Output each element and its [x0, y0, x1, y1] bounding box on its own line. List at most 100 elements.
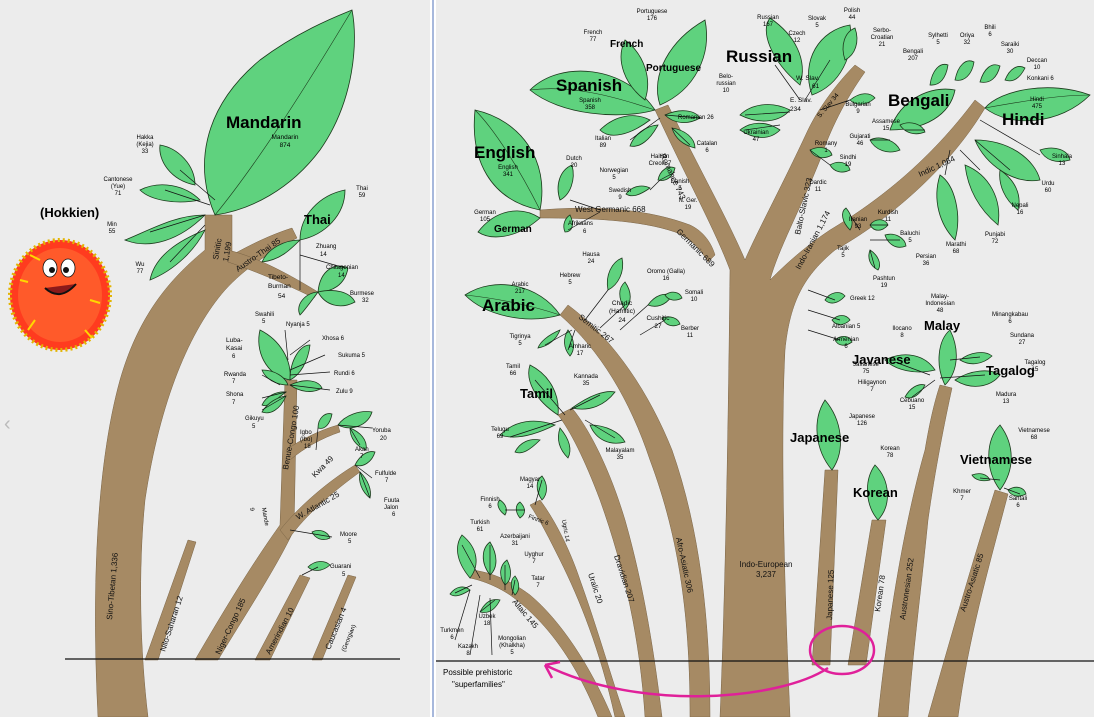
rwanda-label: Rwanda — [224, 372, 247, 378]
hausa-label: Hausa — [582, 252, 600, 258]
dardic-label: Dardic — [809, 180, 826, 186]
igbo-count: 18 — [304, 444, 311, 450]
catalan-count: 6 — [705, 148, 709, 154]
rundi-label: Rundi 6 — [334, 371, 355, 377]
burmese-count: 32 — [362, 298, 369, 304]
german-leaf — [477, 210, 541, 238]
burmese-label: Burmese — [350, 291, 375, 297]
urdu-label: Urdu — [1041, 181, 1054, 187]
tibeto-leaf — [298, 291, 319, 316]
previous-arrow-icon[interactable]: ‹ — [4, 413, 11, 435]
swahili-count: 5 — [262, 319, 266, 325]
baluchi-count: 5 — [908, 238, 912, 244]
bengali-label: Bengali — [888, 91, 949, 110]
dutch-leaf — [557, 164, 574, 201]
uyghur-label: Uyghur — [524, 552, 543, 558]
polish-count: 44 — [849, 15, 856, 21]
khmer-count: 7 — [960, 496, 964, 502]
west-germanic-branch — [539, 207, 716, 263]
min-leaf — [123, 214, 206, 245]
armenian-count: 6 — [844, 344, 848, 350]
afro-asiatic-trunk — [559, 304, 711, 717]
turkmen-label: Turkmen — [440, 628, 463, 634]
malayalam-leaf — [589, 424, 626, 444]
finnish-label: Finnish — [480, 497, 499, 503]
german-label: German — [494, 224, 532, 235]
luba-label-2: Kasai — [226, 345, 242, 352]
malayalam-count: 35 — [617, 455, 624, 461]
javanese-small-label: Javanese — [853, 362, 879, 368]
mande-count: 9 — [248, 507, 255, 512]
korean-leaf — [867, 464, 888, 521]
mandarin-count: 874 — [280, 142, 291, 149]
wu-count: 77 — [137, 269, 144, 275]
uyghur-leaf — [500, 559, 511, 586]
telugu-small-leaves — [514, 427, 571, 459]
igbo-label: Igbo — [300, 430, 312, 436]
berber-label: Berber — [681, 326, 699, 332]
hindi-leaf — [984, 87, 1091, 122]
greek-leaf — [824, 292, 846, 304]
igbo-leaf — [317, 413, 333, 429]
bengali-top-label: Bengali — [903, 49, 923, 55]
oromo-count: 16 — [663, 276, 670, 282]
amharic-label: Amharic — [569, 344, 591, 350]
cebuano-label: Cebuano — [900, 398, 925, 404]
tigrinya-count: 5 — [518, 341, 522, 347]
sindhi-label: Sindhi — [840, 155, 857, 161]
malayalam-label: Malayalam — [605, 448, 634, 454]
uralic-trunk — [529, 499, 626, 717]
west-germanic-label: West Germanic 668 — [575, 205, 646, 214]
austronesian-trunk — [877, 384, 953, 717]
uyghur-count: 7 — [532, 559, 536, 565]
persian-leaf — [884, 233, 907, 248]
japanese-label: Japanese — [790, 430, 849, 445]
hakka-alt: (Kejia) — [136, 142, 153, 148]
italian-label: Italian — [595, 136, 611, 142]
luba-count: 6 — [232, 354, 236, 360]
luba-label: Luba- — [226, 337, 243, 344]
eslav-count: 234 — [790, 106, 801, 113]
kannada-label: Kannada — [574, 374, 599, 380]
albanian-label: Albanian 5 — [832, 324, 861, 330]
uzbek-count: 18 — [484, 621, 491, 627]
tamil-label: Tamil — [520, 386, 553, 401]
oromo-label: Oromo (Galla) — [647, 269, 685, 275]
mandarin-sub: Mandarin — [271, 134, 298, 141]
swahili-label: Swahili — [255, 312, 274, 318]
nepali-leaf — [999, 169, 1020, 211]
magyar-label: Magyar — [520, 477, 540, 483]
arabic-leaf — [464, 284, 561, 320]
swedish-count: 9 — [618, 195, 622, 201]
albanian-leaf — [831, 315, 851, 325]
gikuyu-leaf — [261, 395, 287, 414]
french-top-count: 77 — [590, 37, 597, 43]
swedish-leaf — [625, 185, 651, 197]
english-count: 341 — [503, 172, 514, 178]
chadic-count: 24 — [618, 317, 626, 324]
dardic-count: 11 — [815, 187, 822, 193]
ukrainian-label: Ukrainian — [743, 130, 768, 136]
akan-count: 7 — [360, 454, 364, 460]
slovak-label: Slovak — [808, 16, 827, 22]
amharic-count: 17 — [577, 351, 584, 357]
guarani-count: 5 — [342, 572, 346, 578]
greek-label: Greek 12 — [850, 296, 875, 302]
right-tree — [436, 17, 1094, 717]
urdu-leaf — [974, 139, 1041, 182]
hausa-leaf — [606, 257, 624, 291]
pashtun-count: 19 — [881, 283, 888, 289]
tigrinya-label: Tigrinya — [509, 334, 531, 340]
fulfulde-count: 7 — [385, 478, 389, 484]
persian-count: 36 — [923, 261, 930, 267]
khmer-label: Khmer — [953, 489, 971, 495]
serbo-label: Serbo- — [873, 28, 891, 34]
nger-label: N. Ger. — [678, 198, 697, 204]
thai-label: Thai — [304, 212, 331, 227]
bhili-count: 6 — [988, 32, 992, 38]
uzbek-label: Uzbek — [478, 614, 496, 620]
portuguese-leaf — [657, 19, 707, 106]
oriya-count: 32 — [964, 40, 971, 46]
sinitic-count: 1,199 — [221, 241, 233, 263]
